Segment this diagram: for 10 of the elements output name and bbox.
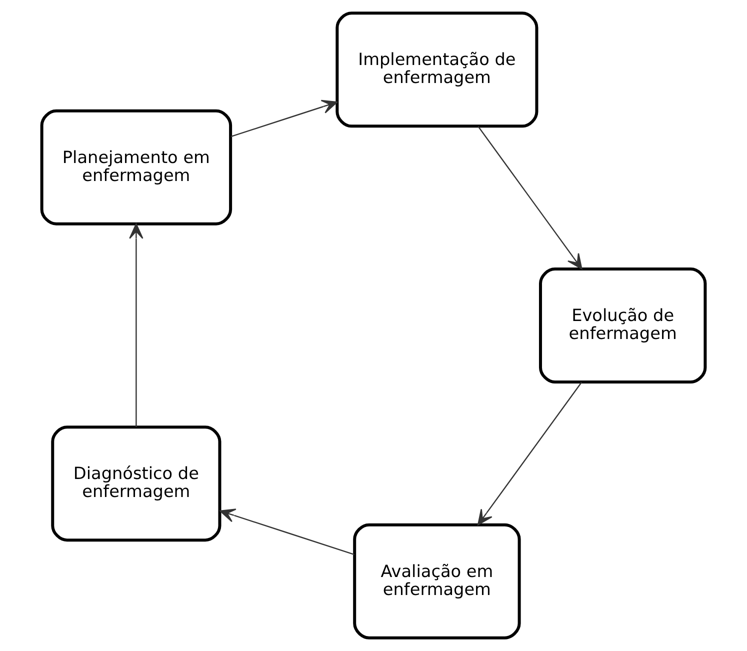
- arrow: [129, 223, 144, 428]
- node-box: Planejamento em enfermagem: [40, 109, 232, 226]
- arrow: [220, 508, 355, 556]
- node-box: Implementação de enfermagem: [336, 12, 538, 128]
- node-box: Evolução de enfermagem: [538, 268, 707, 384]
- node-box: Avaliação em enfermagem: [353, 523, 521, 640]
- arrow: [477, 382, 582, 526]
- arrow: [230, 100, 338, 138]
- arrow: [478, 126, 582, 270]
- node-box: Diagnóstico de enfermagem: [51, 426, 222, 542]
